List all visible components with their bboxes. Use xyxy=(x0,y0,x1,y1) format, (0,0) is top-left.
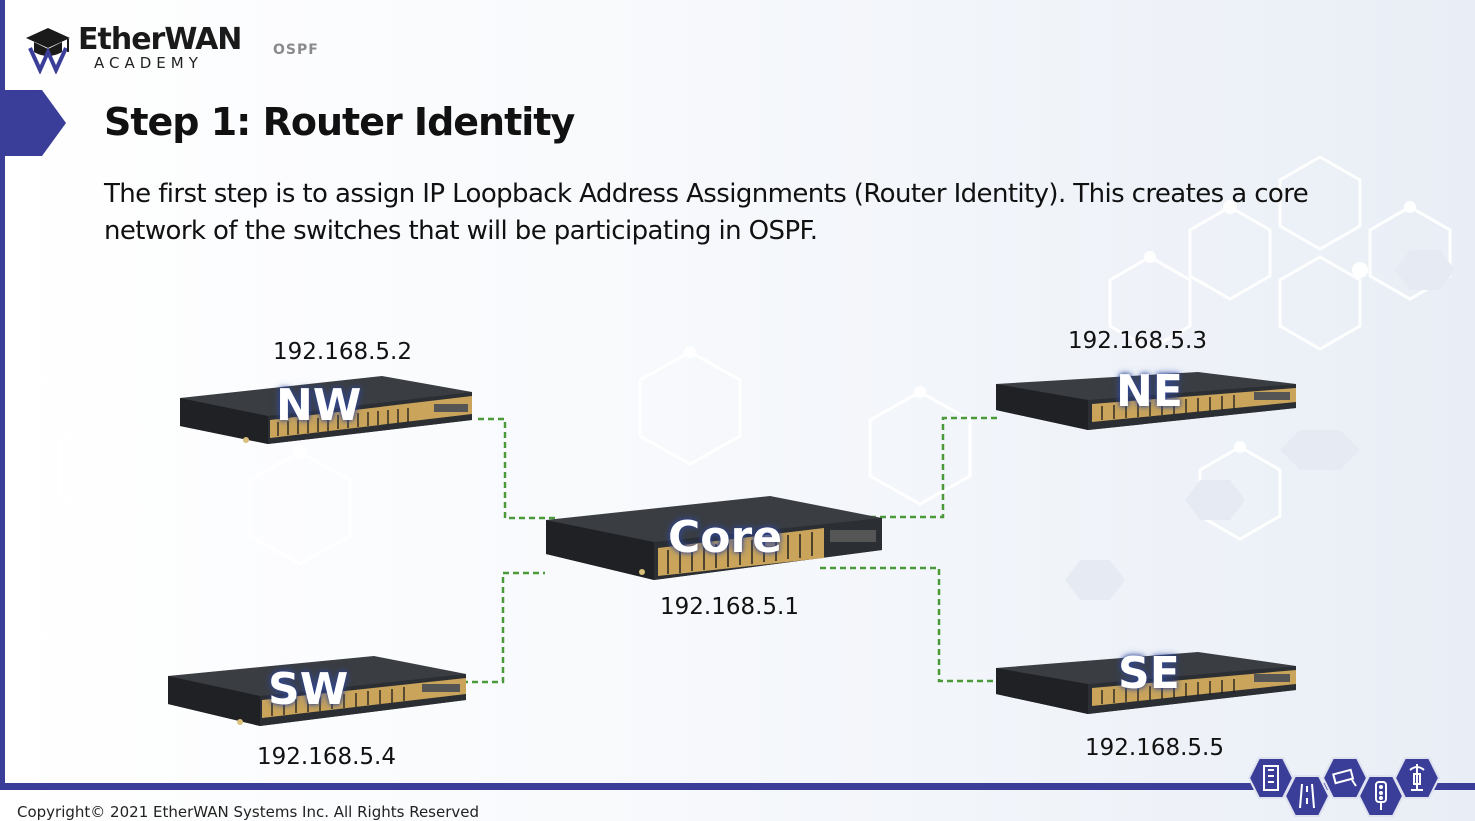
switch-nw[interactable]: NW xyxy=(172,374,480,466)
switch-core-label: Core xyxy=(668,512,783,563)
switch-sw-ip: 192.168.5.4 xyxy=(257,744,396,770)
building-icon xyxy=(1248,756,1294,800)
switch-nw-label: NW xyxy=(276,380,362,431)
logo-brand-text: EtherWAN xyxy=(78,22,242,57)
switch-ne-ip: 192.168.5.3 xyxy=(1068,328,1207,354)
switch-se[interactable]: SE xyxy=(992,650,1300,730)
switch-nw-ip: 192.168.5.2 xyxy=(273,339,412,365)
copyright-text: Copyright© 2021 EtherWAN Systems Inc. Al… xyxy=(17,803,480,821)
switch-sw-graphic xyxy=(168,656,466,726)
link-nw-core xyxy=(478,417,555,520)
switch-core[interactable]: Core xyxy=(542,494,886,598)
slide-title: Step 1: Router Identity xyxy=(104,100,575,144)
logo-sub-text: ACADEMY xyxy=(94,54,203,72)
switch-core-ip: 192.168.5.1 xyxy=(660,594,799,620)
footer-icon-strip xyxy=(1248,752,1440,818)
switch-ne-label: NE xyxy=(1116,366,1183,417)
slide-description: The first step is to assign IP Loopback … xyxy=(104,179,1309,246)
switch-ne[interactable]: NE xyxy=(992,370,1300,448)
left-accent-bar xyxy=(0,0,5,790)
road-icon xyxy=(1284,774,1330,818)
switch-se-label: SE xyxy=(1118,648,1180,699)
link-sw-core xyxy=(462,571,545,684)
camera-icon xyxy=(1322,756,1368,800)
etherwan-academy-logo: EtherWAN ACADEMY xyxy=(18,18,258,78)
switch-nw-graphic xyxy=(180,376,472,444)
switch-ne-graphic xyxy=(996,372,1296,430)
link-ne-core xyxy=(850,416,1000,519)
section-label: OSPF xyxy=(273,42,319,58)
link-se-core xyxy=(820,566,1000,683)
footer-rule xyxy=(0,783,1475,790)
switch-se-ip: 192.168.5.5 xyxy=(1085,735,1224,761)
title-chevron-icon xyxy=(0,90,66,156)
tower-icon xyxy=(1394,756,1440,800)
switch-sw[interactable]: SW xyxy=(164,652,470,744)
switch-core-graphic xyxy=(546,496,882,580)
traffic-light-icon xyxy=(1358,774,1404,818)
graduation-cap-icon xyxy=(26,28,70,74)
switch-se-graphic xyxy=(996,652,1296,714)
switch-sw-label: SW xyxy=(268,664,349,715)
